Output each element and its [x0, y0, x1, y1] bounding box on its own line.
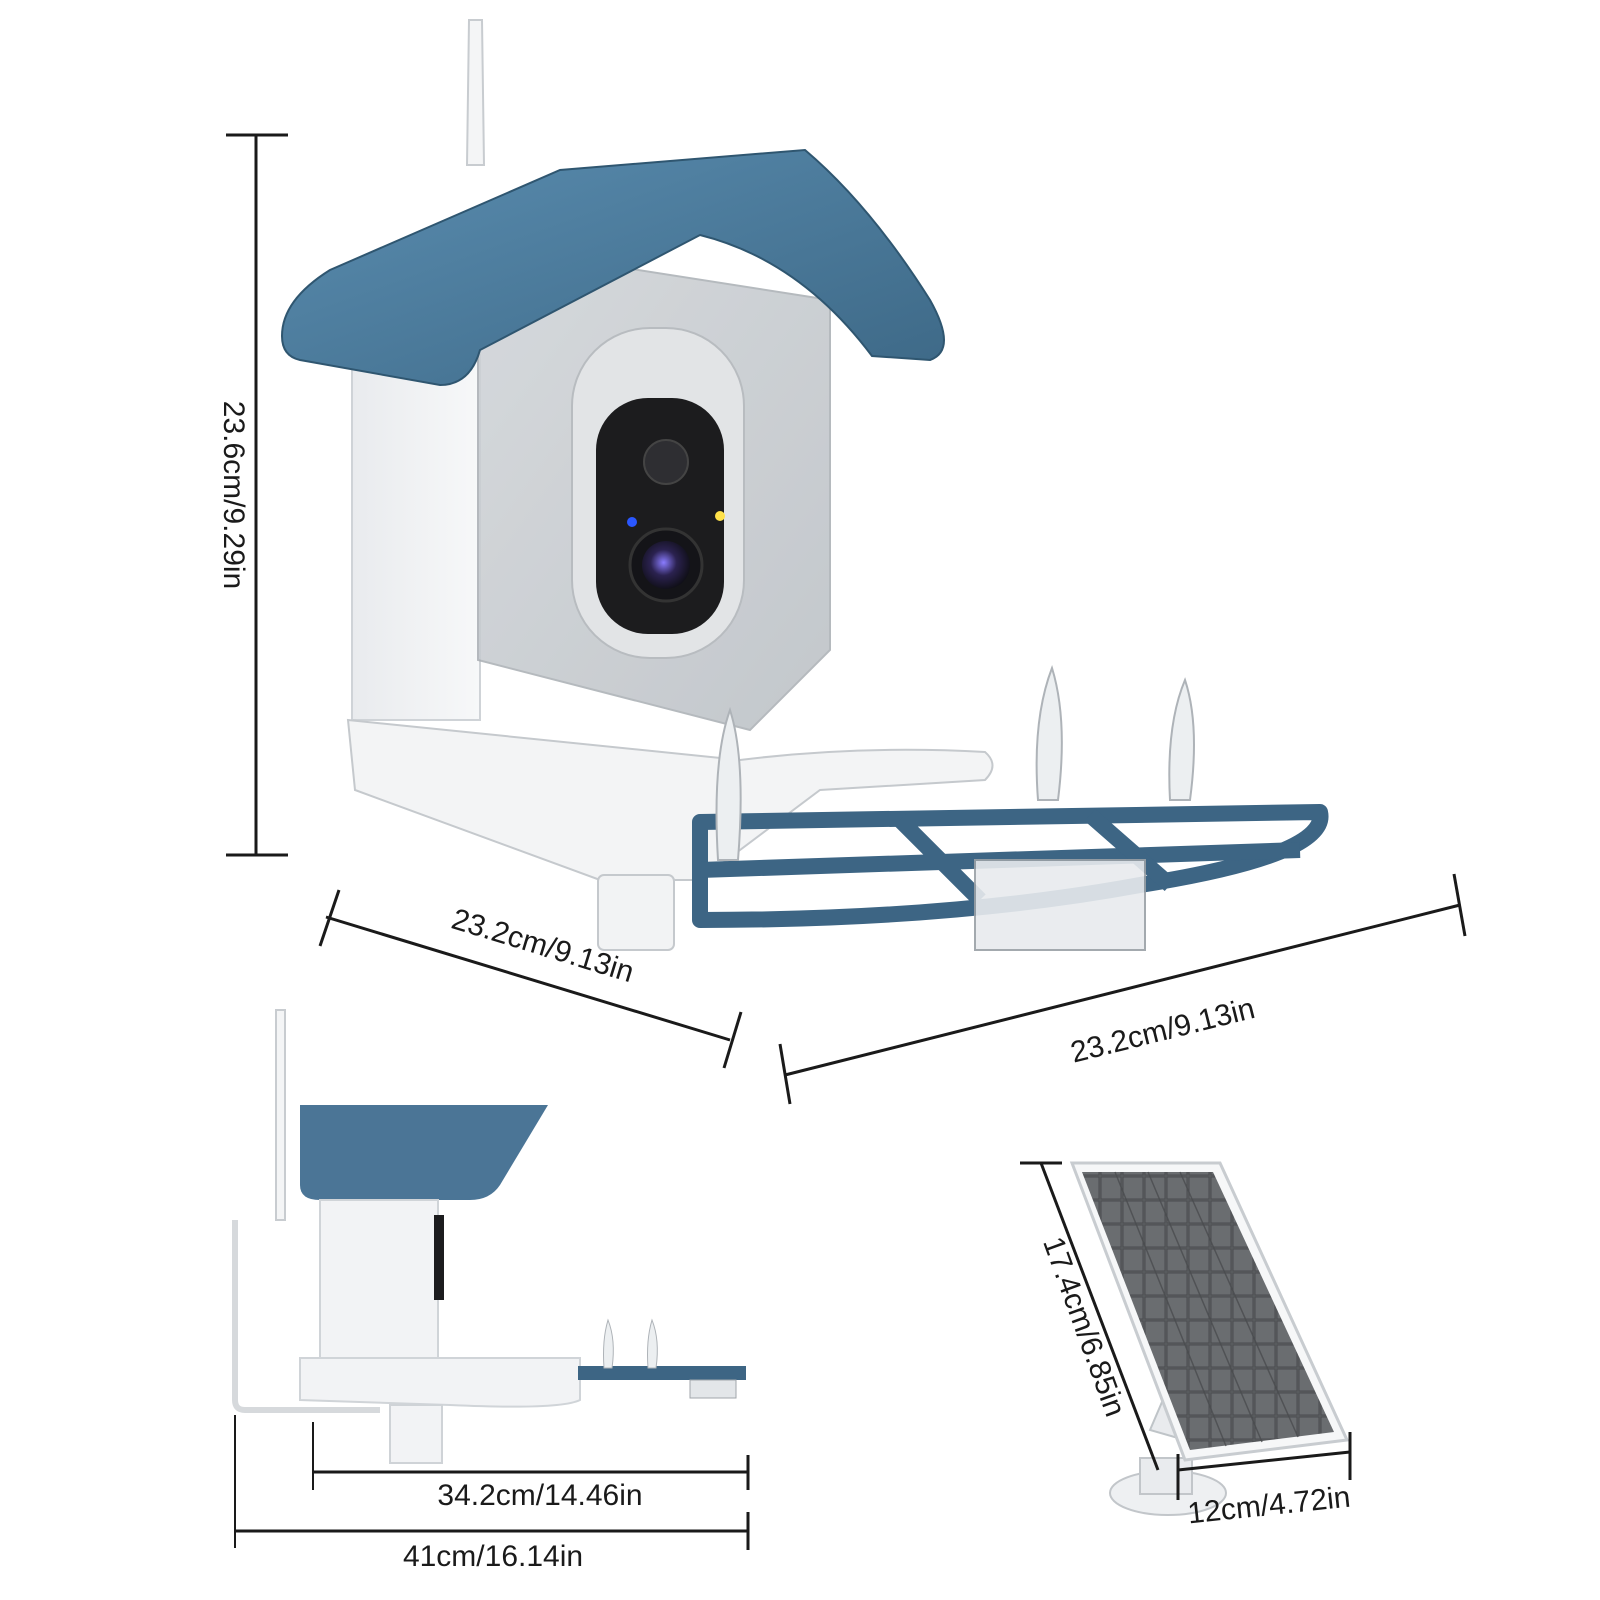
side-total-length-label: 41cm/16.14in: [403, 1540, 583, 1573]
height-label: 23.6cm/9.29in: [217, 401, 250, 589]
side-camera-edge: [434, 1215, 444, 1300]
wall-bracket: [232, 1220, 380, 1413]
feeder-main-view: [280, 19, 1329, 951]
blue-led-icon: [627, 517, 637, 527]
side-inner-length-label: 34.2cm/14.46in: [437, 1479, 642, 1512]
feeder-base-tray: [346, 718, 994, 881]
antenna-side-icon: [275, 1009, 286, 1221]
side-tray: [578, 1366, 746, 1380]
solar-cells: [1082, 1172, 1334, 1450]
status-led-icon: [715, 511, 725, 521]
mount-post: [597, 874, 675, 951]
side-roof: [300, 1105, 548, 1200]
dimension-lines-main: [226, 133, 1467, 1105]
seed-cup: [974, 859, 1146, 951]
dimension-lines-solar: [1020, 1161, 1352, 1500]
side-seed-cup: [689, 1379, 737, 1399]
solar-panel-icon: [1069, 1161, 1350, 1516]
antenna-icon: [465, 19, 486, 166]
side-body: [319, 1199, 439, 1361]
side-post: [389, 1404, 443, 1464]
feeder-side-view: [232, 1009, 746, 1464]
side-base: [299, 1357, 581, 1408]
camera-unit: [571, 327, 745, 659]
perch-spikes: [715, 664, 1195, 861]
feeder-roof: [280, 148, 945, 387]
dimension-lines-side: [234, 1415, 750, 1550]
pir-sensor-icon: [643, 439, 689, 485]
width-label: 23.2cm/9.13in: [1067, 992, 1258, 1070]
